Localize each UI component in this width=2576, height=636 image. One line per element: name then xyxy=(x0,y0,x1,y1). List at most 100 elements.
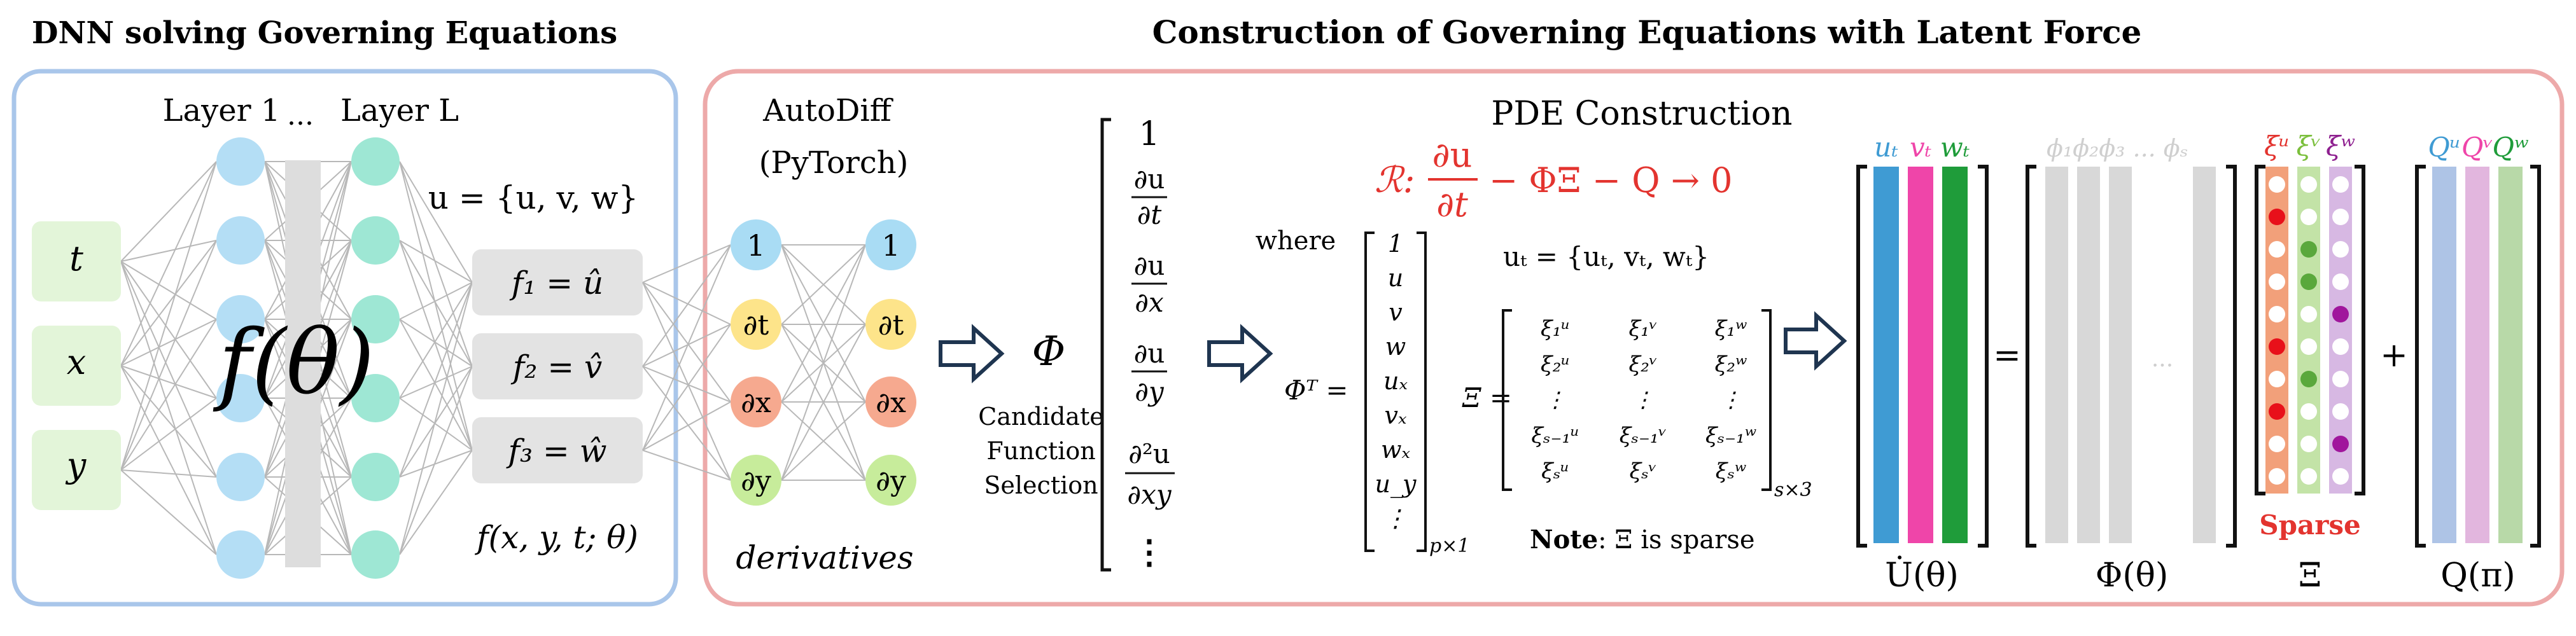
connection-output-2-to-autodiff-2 xyxy=(642,401,731,451)
pde-xi-bracket-left xyxy=(1502,309,1512,491)
phi-theta-headers: ϕ₁ϕ₂ϕ₃ ... ϕₛ xyxy=(2047,134,2188,162)
pde-xi-entry-2-1: ⋮ xyxy=(1632,387,1654,413)
pde-ut-definition: uₜ = {uₜ, vₜ, wₜ} xyxy=(1503,241,1709,272)
connection-input-2-to-layer1-1 xyxy=(120,240,217,471)
layer-L-node-6 xyxy=(351,530,400,579)
connection-layerL-1-to-output-1 xyxy=(399,240,473,367)
pde-phiT-entry-3: w xyxy=(1385,333,1406,361)
connection-output-0-to-autodiff-1 xyxy=(642,282,731,325)
q-column-v xyxy=(2465,167,2489,543)
q-header-w: Qʷ xyxy=(2492,132,2528,163)
xi-system-zero-coefficient-2-6 xyxy=(2332,371,2349,387)
layer-1-node-1 xyxy=(216,137,265,186)
udot-header-ut: uₜ xyxy=(1874,132,1898,163)
q-column-w xyxy=(2498,167,2523,543)
input-label-x: x xyxy=(67,342,86,382)
phi-theta-dots: ... xyxy=(2152,346,2173,372)
pde-phiT-entry-6: wₓ xyxy=(1381,436,1411,464)
xi-system-zero-coefficient-2-1 xyxy=(2332,209,2349,225)
autodiff-node-1-left-label: 1 xyxy=(746,228,765,263)
udot-column-wt xyxy=(1942,167,1968,543)
phi-entry-dudy-num: ∂u xyxy=(1134,338,1165,369)
xi-system-zero-coefficient-1-4 xyxy=(2300,306,2317,322)
connection-output-1-to-autodiff-1 xyxy=(642,324,731,367)
phi-entry-d2udxy-den: ∂xy xyxy=(1127,479,1172,510)
pde-xi-entry-0-2: ξ₁ʷ xyxy=(1715,316,1747,342)
connection-layerL-0-to-output-2 xyxy=(399,161,473,451)
hidden-layers-divider xyxy=(285,160,321,567)
xi-system-active-coefficient-0-1 xyxy=(2269,209,2285,225)
connection-layerL-5-to-output-1 xyxy=(399,366,473,555)
xi-system-zero-coefficient-2-0 xyxy=(2332,176,2349,193)
pde-residual-prefix: ℛ: xyxy=(1375,160,1415,201)
pde-phiT-entry-7: u_y xyxy=(1375,470,1417,499)
connection-layerL-4-to-output-0 xyxy=(399,282,473,478)
xi-header-u: ξᵘ xyxy=(2264,130,2290,162)
connection-output-1-to-autodiff-3 xyxy=(642,366,731,481)
connection-input-0-to-layer1-3 xyxy=(120,261,217,399)
connection-input-0-to-layer1-4 xyxy=(120,261,217,478)
q-column-u xyxy=(2432,167,2456,543)
connection-autodiff-1-to-0 xyxy=(781,244,866,325)
connection-output-0-to-autodiff-2 xyxy=(642,282,731,403)
xi-system-zero-coefficient-0-2 xyxy=(2269,241,2285,258)
autodiff-connections xyxy=(642,244,866,481)
xi-system-zero-coefficient-0-9 xyxy=(2269,468,2285,485)
pde-xi-entry-3-1: ξₛ₋₁ᵛ xyxy=(1620,423,1667,448)
autodiff-subtitle: (PyTorch) xyxy=(759,145,909,181)
output-label-1: f₁ = û xyxy=(509,265,603,301)
q-bracket-right xyxy=(2530,165,2541,548)
connection-input-1-to-layer1-0 xyxy=(120,161,217,366)
xi-system-zero-coefficient-2-3 xyxy=(2332,273,2349,290)
layer-L-nodes xyxy=(351,137,400,579)
autodiff-node-dx-right-label: ∂x xyxy=(876,387,906,419)
xi-system-zero-coefficient-2-2 xyxy=(2332,241,2349,258)
phi-entry-ellipsis: ⋮ xyxy=(1133,533,1166,572)
udot-header-vt: vₜ xyxy=(1910,132,1931,163)
phi-caption-line-1: Candidate xyxy=(978,403,1103,431)
connection-input-1-to-layer1-5 xyxy=(120,365,217,555)
input-box-t xyxy=(32,221,121,301)
pde-xi-dims: s×3 xyxy=(1774,479,1812,501)
xi-system-columns xyxy=(2265,167,2352,494)
connection-layerL-2-to-output-1 xyxy=(399,319,473,367)
pde-phiT-entry-5: vₓ xyxy=(1385,401,1407,429)
xi-system-active-coefficient-0-7 xyxy=(2269,403,2285,420)
left-panel-title: DNN solving Governing Equations xyxy=(32,15,617,51)
autodiff-node-dt-left-label: ∂t xyxy=(743,309,769,342)
connection-input-2-to-layer1-5 xyxy=(120,469,217,555)
q-label: Q(π) xyxy=(2440,556,2515,595)
layer-1-node-4 xyxy=(216,374,265,422)
pde-xi-entry-0-0: ξ₁ᵘ xyxy=(1541,316,1570,342)
xi-system-zero-coefficient-0-6 xyxy=(2269,371,2285,387)
connection-input-2-to-layer1-2 xyxy=(120,319,217,471)
connection-autodiff-3-to-0 xyxy=(781,244,866,481)
xi-system-zero-coefficient-1-9 xyxy=(2300,468,2317,485)
xi-system-active-coefficient-1-6 xyxy=(2300,371,2317,387)
right-panel-title: Construction of Governing Equations with… xyxy=(1152,13,2142,51)
pde-xi-entry-1-2: ξ₂ʷ xyxy=(1715,352,1747,377)
connection-layerL-1-to-output-0 xyxy=(399,240,473,283)
connection-autodiff-3-to-1 xyxy=(781,324,866,481)
network-function-label: f(θ) xyxy=(213,311,374,415)
xi-system-zero-coefficient-2-7 xyxy=(2332,403,2349,420)
autodiff-node-dx-left xyxy=(731,377,781,427)
connection-input-2-to-layer1-3 xyxy=(120,398,217,471)
pde-xi-entry-4-0: ξₛᵘ xyxy=(1541,459,1569,484)
connection-input-0-to-layer1-1 xyxy=(120,240,217,262)
connection-output-0-to-autodiff-3 xyxy=(642,282,731,481)
xi-system-zero-coefficient-1-1 xyxy=(2300,209,2317,225)
autodiff-node-dy-right-label: ∂y xyxy=(876,465,906,497)
connection-layerL-5-to-output-2 xyxy=(399,450,473,555)
connection-input-0-to-layer1-5 xyxy=(120,261,217,555)
pde-phiT-entry-1: u xyxy=(1388,264,1403,292)
output-label-2: f₂ = v̂ xyxy=(510,349,602,385)
phi-theta-column-s xyxy=(2193,167,2216,543)
pde-phiT-dims: p×1 xyxy=(1429,535,1469,557)
xi-system-zero-coefficient-2-5 xyxy=(2332,338,2349,355)
xi-system-bracket-right xyxy=(2355,165,2365,495)
pde-residual-tail: − ΦΞ − Q → 0 xyxy=(1489,160,1732,200)
autodiff-node-1-left xyxy=(731,219,781,270)
xi-system-zero-coefficient-1-5 xyxy=(2300,338,2317,355)
